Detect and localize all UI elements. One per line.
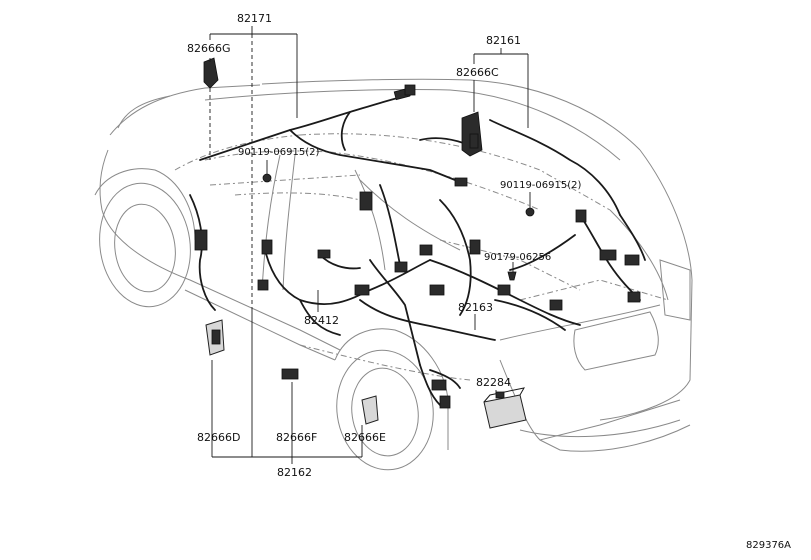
front-wheel — [94, 168, 196, 308]
reference-code: 829376A — [746, 540, 791, 551]
callout-labels: 82171 82666G 82161 82666C 90119-06915(2)… — [187, 12, 791, 551]
leader-lines — [209, 26, 531, 464]
connector-82666D — [205, 319, 225, 356]
label-82666E: 82666E — [344, 431, 386, 444]
clip-90179 — [507, 271, 517, 281]
label-clip: 90179-06256 — [484, 252, 551, 263]
rear-wheel — [334, 328, 449, 471]
label-82666C: 82666C — [456, 66, 499, 79]
connector-82666C — [461, 111, 483, 157]
harness-floor — [189, 177, 581, 409]
label-82666G: 82666G — [187, 42, 231, 55]
label-82666D: 82666D — [197, 431, 240, 444]
label-82171: 82171 — [237, 12, 272, 25]
connector-82666F — [281, 368, 299, 380]
harness-roof-left — [199, 84, 456, 181]
bolt-right — [525, 207, 535, 217]
bolt-left — [262, 173, 272, 183]
label-82666F: 82666F — [276, 431, 317, 444]
label-82284: 82284 — [476, 376, 511, 389]
label-bolt-left: 90119-06915(2) — [238, 147, 319, 158]
vehicle-body-outline — [99, 78, 693, 452]
harness-rear-door — [494, 234, 576, 331]
label-82412: 82412 — [304, 314, 339, 327]
connector-82666G — [203, 57, 219, 89]
label-82163: 82163 — [458, 301, 493, 314]
label-82161: 82161 — [486, 34, 521, 47]
label-bolt-right: 90119-06915(2) — [500, 180, 581, 191]
label-82162: 82162 — [277, 466, 312, 479]
battery-82284 — [483, 387, 527, 429]
connector-82666E — [361, 395, 379, 425]
